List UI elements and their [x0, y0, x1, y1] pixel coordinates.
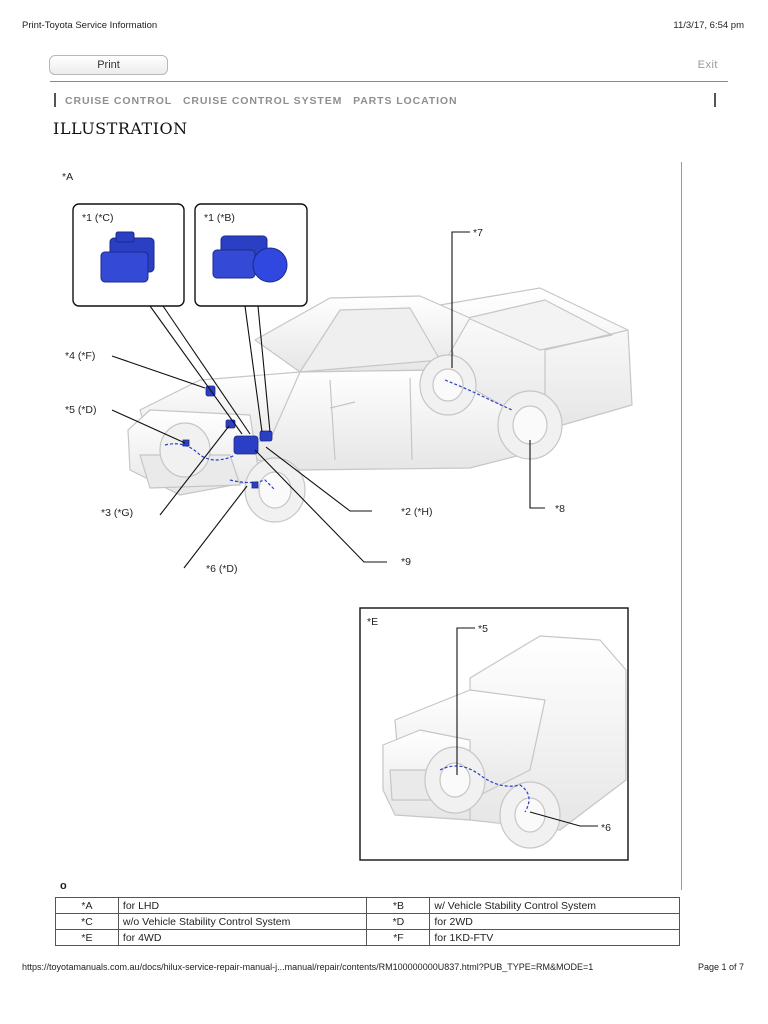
callout-2h: *2 (*H) — [401, 506, 433, 518]
truck-drawing — [127, 287, 633, 523]
callout-5d: *5 (*D) — [65, 404, 97, 416]
legend-table: *A for LHD *B w/ Vehicle Stability Contr… — [55, 897, 680, 946]
legend-code: *F — [366, 929, 431, 946]
part-6-sensor-marker — [251, 481, 259, 489]
legend-desc: for 2WD — [429, 913, 680, 930]
leader-lines — [111, 231, 545, 569]
legend-desc: for 4WD — [117, 929, 368, 946]
legend-code: *D — [366, 913, 431, 930]
callout-6d: *6 (*D) — [206, 563, 238, 575]
document-title: Print-Toyota Service Information — [22, 20, 158, 31]
callout-inset-5: *5 — [478, 623, 488, 635]
legend-code: *C — [55, 913, 119, 930]
part-2-secondary-marker — [259, 430, 273, 442]
content-right-rule — [681, 162, 682, 890]
callout-7: *7 — [473, 227, 483, 239]
sensor-wiring — [164, 379, 513, 491]
callout-9: *9 — [401, 556, 411, 568]
table-row: *E for 4WD *F for 1KD-FTV — [55, 929, 680, 946]
legend-desc: for 1KD-FTV — [429, 929, 680, 946]
part-3-marker — [225, 419, 236, 429]
breadcrumb-item-cruise-control-system: CRUISE CONTROL SYSTEM — [182, 95, 343, 107]
toolbar-divider — [50, 81, 728, 82]
callout-3g: *3 (*G) — [101, 507, 133, 519]
legend-desc: w/o Vehicle Stability Control System — [117, 913, 368, 930]
exit-link[interactable]: Exit — [697, 59, 718, 71]
inset-leader-lines — [456, 627, 598, 827]
callout-8: *8 — [555, 503, 565, 515]
legend-desc: w/ Vehicle Stability Control System — [429, 897, 680, 914]
table-row: *A for LHD *B w/ Vehicle Stability Contr… — [55, 897, 680, 914]
inset-wiring — [439, 765, 530, 813]
legend-code: *E — [55, 929, 119, 946]
print-datetime: 11/3/17, 6:54 pm — [673, 20, 744, 31]
actuator-1b — [212, 235, 288, 283]
callout-1c: *1 (*C) — [82, 212, 114, 224]
panel-label-main: *A — [62, 171, 73, 183]
print-footer: https://toyotamanuals.com.au/docs/hilux-… — [22, 962, 746, 974]
breadcrumb: CRUISE CONTROL CRUISE CONTROL SYSTEM PAR… — [65, 95, 464, 107]
footer-url: https://toyotamanuals.com.au/docs/hilux-… — [22, 962, 594, 972]
section-marker: o — [60, 880, 67, 892]
part-2-actuator-marker — [233, 435, 259, 455]
actuator-1c — [100, 231, 155, 283]
table-row: *C w/o Vehicle Stability Control System … — [55, 913, 680, 930]
callout-4f: *4 (*F) — [65, 350, 95, 362]
callout-1b: *1 (*B) — [204, 212, 235, 224]
legend-code: *A — [55, 897, 119, 914]
print-button[interactable]: Print — [49, 55, 168, 75]
callout-inset-6: *6 — [601, 822, 611, 834]
truck-parts — [182, 385, 273, 489]
inset-truck-drawing — [382, 635, 627, 849]
breadcrumb-item-parts-location: PARTS LOCATION — [353, 95, 458, 107]
breadcrumb-bar-left — [54, 93, 56, 107]
part-5-sensor-marker — [182, 439, 190, 447]
breadcrumb-bar-right — [714, 93, 716, 107]
print-header: Print-Toyota Service Information 11/3/17… — [22, 20, 746, 32]
legend-desc: for LHD — [117, 897, 368, 914]
panel-label-inset: *E — [367, 616, 378, 628]
page-title: ILLUSTRATION — [53, 119, 188, 138]
breadcrumb-item-cruise-control: CRUISE CONTROL — [65, 95, 173, 107]
footer-page-number: Page 1 of 7 — [697, 962, 744, 972]
legend-code: *B — [366, 897, 431, 914]
